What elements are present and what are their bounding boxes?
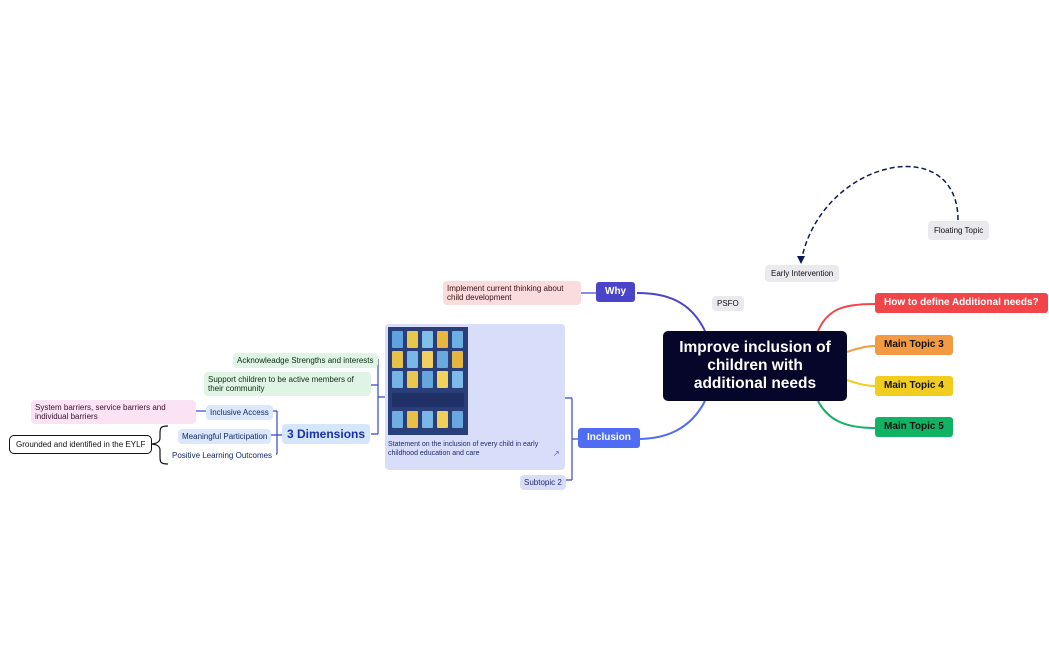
why-child-topic[interactable]: Implement current thinking about child d… (443, 281, 581, 305)
statement-title: Statement on the inclusion of every chil… (388, 441, 539, 457)
topic-grounded-eylf[interactable]: Grounded and identified in the EYLF (9, 435, 153, 454)
floating-topic[interactable]: Floating Topic (928, 221, 990, 240)
main-topic-4[interactable]: Main Topic 4 (875, 376, 953, 396)
main-topic-5[interactable]: Main Topic 5 (875, 417, 953, 437)
dimension-inclusive-access[interactable]: Inclusive Access (206, 405, 273, 420)
main-topic-additional-needs[interactable]: How to define Additional needs? (875, 293, 1048, 313)
floating-topic-early-intervention[interactable]: Early Intervention (765, 265, 840, 282)
external-link-icon[interactable]: ↗ (553, 449, 560, 458)
dimension-meaningful-participation[interactable]: Meaningful Participation (178, 429, 272, 444)
topic-system-barriers[interactable]: System barriers, service barriers and in… (31, 400, 196, 424)
topic-why[interactable]: Why (596, 282, 636, 302)
subtopic-2[interactable]: Subtopic 2 (520, 475, 566, 490)
main-topic-3[interactable]: Main Topic 3 (875, 335, 953, 355)
dimension-positive-learning-outcomes[interactable]: Positive Learning Outcomes (168, 448, 277, 463)
topic-support-children[interactable]: Support children to be active members of… (204, 372, 371, 396)
topic-inclusion[interactable]: Inclusion (578, 428, 640, 448)
topic-3-dimensions[interactable]: 3 Dimensions (282, 424, 371, 444)
floating-topic-psfo[interactable]: PSFO (712, 296, 744, 311)
topic-acknowledge-strengths[interactable]: Acknowleadge Strengths and interests (233, 353, 378, 368)
statement-document-thumbnail (388, 327, 468, 435)
central-topic[interactable]: Improve inclusion of children with addit… (663, 331, 847, 401)
